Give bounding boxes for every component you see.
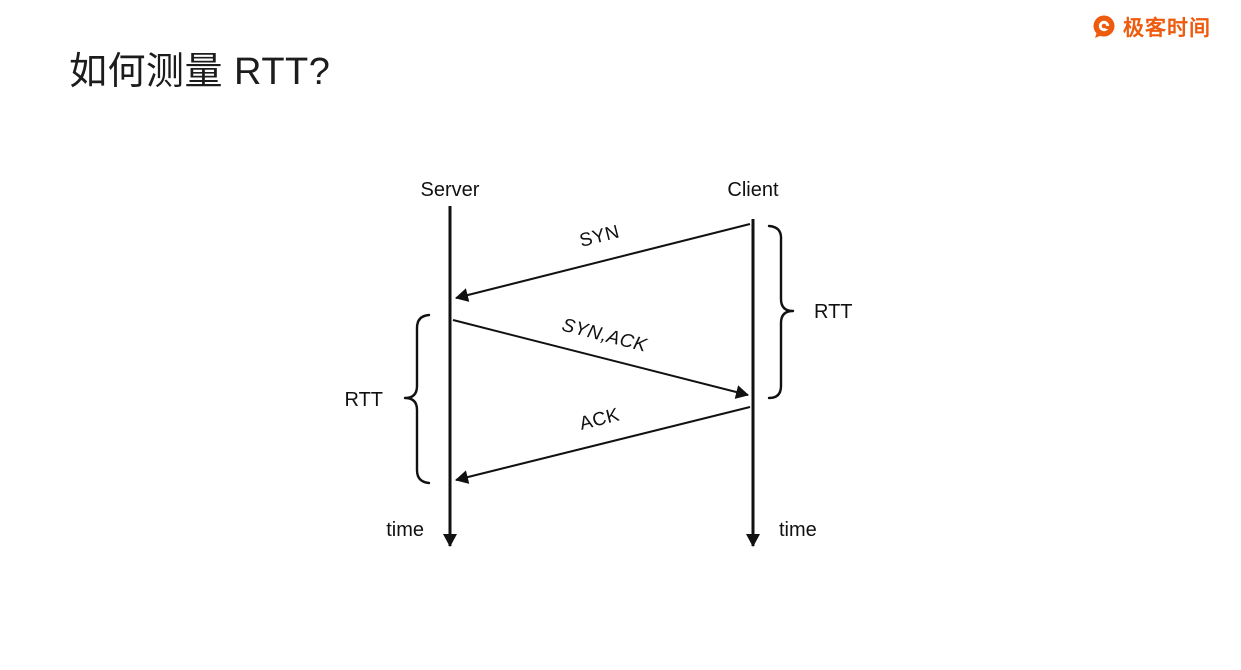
- client-rtt-brace: [767, 224, 795, 400]
- brand-name: 极客时间: [1123, 17, 1211, 40]
- synack-arrow: [452, 319, 749, 399]
- time-label-client: time: [779, 519, 817, 541]
- server-label: Server: [421, 179, 480, 201]
- page-title: 如何测量 RTT?: [69, 51, 331, 93]
- brand-logo: 极客时间: [1091, 12, 1211, 42]
- server-rtt-label: RTT: [344, 389, 383, 411]
- time-label-server: time: [386, 519, 424, 541]
- client-label: Client: [727, 179, 779, 201]
- syn-label: SYN: [577, 221, 622, 251]
- ack-label: ACK: [577, 404, 622, 434]
- ack-arrow: [455, 406, 751, 484]
- syn-arrow: [455, 223, 751, 302]
- geektime-logo-icon: [1093, 15, 1115, 38]
- server-rtt-brace: [403, 313, 431, 485]
- client-rtt-label: RTT: [814, 301, 853, 323]
